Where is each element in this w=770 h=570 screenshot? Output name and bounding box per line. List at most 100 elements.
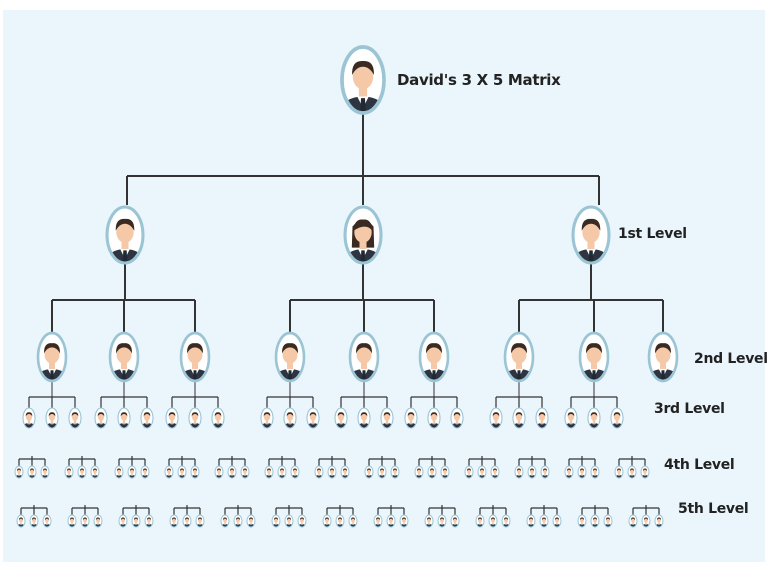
member-avatar — [450, 514, 460, 528]
member-avatar — [220, 514, 230, 528]
level-1-avatar — [571, 205, 611, 265]
level-3-avatar — [535, 407, 549, 429]
member-avatar — [654, 514, 664, 528]
level-1-avatar — [105, 205, 145, 265]
member-avatar — [16, 514, 26, 528]
member-avatar — [67, 514, 77, 528]
member-avatar — [29, 514, 39, 528]
member-avatar — [390, 465, 400, 479]
level-3-avatar — [306, 407, 320, 429]
member-avatar — [14, 465, 24, 479]
member-avatar — [246, 514, 256, 528]
level-3-avatar — [117, 407, 131, 429]
member-avatar — [27, 465, 37, 479]
level-3-avatar — [404, 407, 418, 429]
member-avatar — [437, 514, 447, 528]
level-3-avatar — [22, 407, 36, 429]
member-avatar — [414, 465, 424, 479]
member-avatar — [164, 465, 174, 479]
member-avatar — [290, 465, 300, 479]
level-3-avatar — [283, 407, 297, 429]
member-avatar — [590, 514, 600, 528]
member-avatar — [424, 514, 434, 528]
level-2-avatar — [274, 331, 306, 383]
level-5-label: 5th Level — [678, 501, 749, 517]
member-avatar — [240, 465, 250, 479]
member-avatar — [364, 465, 374, 479]
level-3-avatar — [357, 407, 371, 429]
level-1-avatar — [343, 205, 383, 265]
member-avatar — [195, 514, 205, 528]
member-avatar — [214, 465, 224, 479]
level-3-avatar — [427, 407, 441, 429]
member-avatar — [490, 465, 500, 479]
level-3-label: 3rd Level — [654, 401, 725, 417]
level-2-avatar — [647, 331, 679, 383]
member-avatar — [322, 514, 332, 528]
member-avatar — [277, 465, 287, 479]
member-avatar — [628, 514, 638, 528]
member-avatar — [90, 465, 100, 479]
member-avatar — [314, 465, 324, 479]
member-avatar — [131, 514, 141, 528]
level-3-avatar — [380, 407, 394, 429]
level-2-avatar — [36, 331, 68, 383]
root-avatar — [340, 45, 386, 115]
level-3-avatar — [94, 407, 108, 429]
level-3-avatar — [68, 407, 82, 429]
member-avatar — [64, 465, 74, 479]
member-avatar — [182, 514, 192, 528]
member-avatar — [501, 514, 511, 528]
member-avatar — [373, 514, 383, 528]
member-avatar — [42, 514, 52, 528]
person-avatar-icon — [65, 468, 73, 478]
member-avatar — [614, 465, 624, 479]
member-avatar — [348, 514, 358, 528]
level-3-avatar — [211, 407, 225, 429]
level-2-label: 2nd Level — [694, 351, 768, 367]
member-avatar — [118, 514, 128, 528]
person-avatar-icon — [451, 412, 463, 428]
member-avatar — [475, 514, 485, 528]
level-3-avatar — [188, 407, 202, 429]
level-3-avatar — [587, 407, 601, 429]
member-avatar — [40, 465, 50, 479]
member-avatar — [464, 465, 474, 479]
member-avatar — [427, 465, 437, 479]
member-avatar — [514, 465, 524, 479]
member-avatar — [140, 465, 150, 479]
member-avatar — [77, 465, 87, 479]
member-avatar — [264, 465, 274, 479]
level-3-avatar — [334, 407, 348, 429]
member-avatar — [271, 514, 281, 528]
nodes — [14, 45, 679, 528]
member-avatar — [127, 465, 137, 479]
member-avatar — [640, 465, 650, 479]
member-avatar — [327, 465, 337, 479]
level-3-avatar — [260, 407, 274, 429]
member-avatar — [641, 514, 651, 528]
member-avatar — [577, 514, 587, 528]
member-avatar — [335, 514, 345, 528]
member-avatar — [340, 465, 350, 479]
member-avatar — [190, 465, 200, 479]
member-avatar — [603, 514, 613, 528]
member-avatar — [93, 514, 103, 528]
member-avatar — [526, 514, 536, 528]
level-2-avatar — [348, 331, 380, 383]
member-avatar — [377, 465, 387, 479]
level-2-avatar — [179, 331, 211, 383]
member-avatar — [564, 465, 574, 479]
level-4-label: 4th Level — [664, 457, 735, 473]
level-3-avatar — [45, 407, 59, 429]
level-3-avatar — [165, 407, 179, 429]
member-avatar — [527, 465, 537, 479]
member-avatar — [488, 514, 498, 528]
level-2-avatar — [578, 331, 610, 383]
member-avatar — [386, 514, 396, 528]
level-2-avatar — [418, 331, 450, 383]
member-avatar — [477, 465, 487, 479]
level-3-avatar — [140, 407, 154, 429]
